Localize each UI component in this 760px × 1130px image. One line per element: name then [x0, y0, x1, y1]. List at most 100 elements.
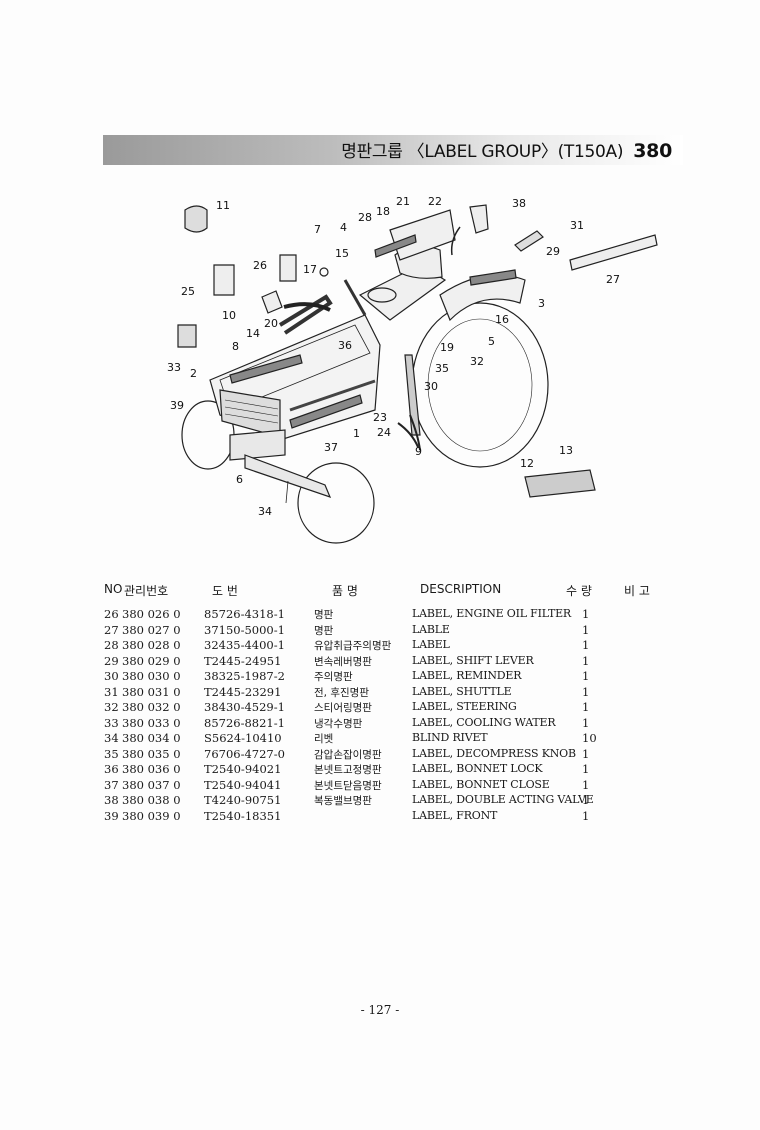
row-part-no: T2445-24951	[204, 653, 282, 668]
callout-8: 8	[232, 340, 239, 353]
callout-5: 5	[488, 335, 495, 348]
row-qty: 1	[582, 746, 590, 761]
col-part-no: 도 번	[212, 584, 238, 598]
row-part-no: T2540-94021	[204, 762, 282, 776]
row-mgmt-no: 380 026 0	[122, 607, 181, 621]
row-qty: 1	[582, 700, 590, 714]
group-title: 명판그룹 〈LABEL GROUP〉(T150A)	[341, 142, 624, 162]
row-qty: 1	[582, 622, 590, 637]
part-11-pump	[184, 205, 208, 233]
row-no: 31	[104, 684, 119, 699]
callout-16: 16	[495, 313, 509, 326]
rear-fender	[439, 274, 526, 322]
callout-18: 18	[376, 205, 390, 218]
row-part-no: 85726-8821-1	[204, 715, 285, 730]
row-no: 35	[104, 746, 119, 761]
row-no: 30	[104, 669, 119, 683]
row-part-no: T2445-23291	[204, 684, 282, 699]
header-bar	[103, 135, 683, 165]
row-mgmt-no: 380 039 0	[122, 808, 181, 823]
row-mgmt-no: 380 029 0	[122, 653, 181, 668]
row-name: 유압취급주의명판	[314, 640, 392, 652]
row-mgmt-no: 380 033 0	[122, 715, 181, 730]
row-description: LABEL, DOUBLE ACTING VALVE	[412, 793, 594, 806]
part-29-lever	[514, 230, 544, 252]
row-description: LABEL, DECOMPRESS KNOB	[412, 746, 576, 760]
steering-wheel	[367, 287, 397, 303]
callout-29: 29	[546, 245, 560, 258]
row-qty: 1	[582, 793, 590, 807]
callout-12: 12	[520, 457, 534, 470]
row-qty: 1	[582, 607, 590, 621]
row-part-no: 32435-4400-1	[204, 638, 285, 652]
col-mgmt: 관리번호	[124, 584, 169, 598]
callout-6: 6	[236, 473, 243, 486]
row-name: 본넷트고정명판	[314, 764, 382, 776]
row-name: 명판	[314, 624, 334, 637]
part-25-filter	[213, 264, 235, 296]
callout-27: 27	[606, 273, 620, 286]
callout-17: 17	[303, 263, 317, 276]
callout-9: 9	[415, 445, 422, 458]
row-mgmt-no: 380 038 0	[122, 793, 181, 807]
row-no: 39	[104, 808, 119, 823]
callout-26: 26	[253, 259, 267, 272]
row-no: 27	[104, 622, 119, 637]
callout-32: 32	[470, 355, 484, 368]
tractor-illustration: 11 21 22 38 18 28 7 4 31 15 29 26 17 27 …	[167, 195, 658, 544]
col-name: 품 명	[332, 584, 358, 598]
callout-34: 34	[258, 505, 272, 518]
row-mgmt-no: 380 031 0	[122, 684, 181, 699]
row-name: 전, 후진명판	[314, 686, 369, 699]
row-name: 주의명판	[314, 671, 353, 683]
row-no: 36	[104, 762, 119, 776]
row-mgmt-no: 380 034 0	[122, 731, 181, 745]
row-part-no: T4240-90751	[204, 793, 282, 807]
row-mgmt-no: 380 037 0	[122, 777, 181, 792]
part-12-chain	[524, 469, 596, 498]
row-name: 감압손잡이명판	[314, 748, 382, 761]
part-10-bracket	[261, 290, 283, 314]
row-part-no: 38430-4529-1	[204, 700, 285, 714]
row-description: LABEL, FRONT	[412, 808, 498, 822]
row-no: 33	[104, 715, 119, 730]
callout-15: 15	[335, 247, 349, 260]
page-number: - 127 -	[360, 1003, 400, 1017]
row-no: 34	[104, 731, 119, 745]
row-qty: 1	[582, 653, 590, 668]
row-description: LABEL, BONNET LOCK	[412, 762, 543, 775]
callout-39: 39	[170, 399, 184, 412]
row-mgmt-no: 380 027 0	[122, 622, 181, 637]
row-description: LABEL, SHIFT LEVER	[412, 653, 534, 667]
col-no: NO	[104, 582, 123, 596]
row-part-no: 76706-4727-0	[204, 746, 285, 761]
callout-24: 24	[377, 426, 391, 439]
row-mgmt-no: 380 028 0	[122, 638, 181, 652]
callout-13: 13	[559, 444, 573, 457]
row-no: 32	[104, 700, 119, 714]
callout-10: 10	[222, 309, 236, 322]
page-title: 명판그룹 〈LABEL GROUP〉(T150A) 380	[341, 137, 672, 162]
group-number: 380	[633, 140, 672, 162]
row-description: LABEL, ENGINE OIL FILTER	[412, 607, 571, 620]
row-qty: 10	[582, 731, 597, 745]
callout-35: 35	[435, 362, 449, 375]
row-description: LABEL	[412, 638, 450, 651]
row-name: 명판	[314, 609, 334, 621]
callout-23: 23	[373, 411, 387, 424]
row-part-no: S5624-10410	[204, 731, 282, 745]
row-qty: 1	[582, 777, 590, 792]
row-mgmt-no: 380 032 0	[122, 700, 181, 714]
row-qty: 1	[582, 684, 590, 699]
row-mgmt-no: 380 030 0	[122, 669, 181, 683]
row-part-no: 37150-5000-1	[204, 622, 285, 637]
row-no: 29	[104, 653, 119, 668]
row-description: LABEL, COOLING WATER	[412, 715, 556, 729]
row-description: LABEL, BONNET CLOSE	[412, 777, 550, 791]
callout-31: 31	[570, 219, 584, 232]
